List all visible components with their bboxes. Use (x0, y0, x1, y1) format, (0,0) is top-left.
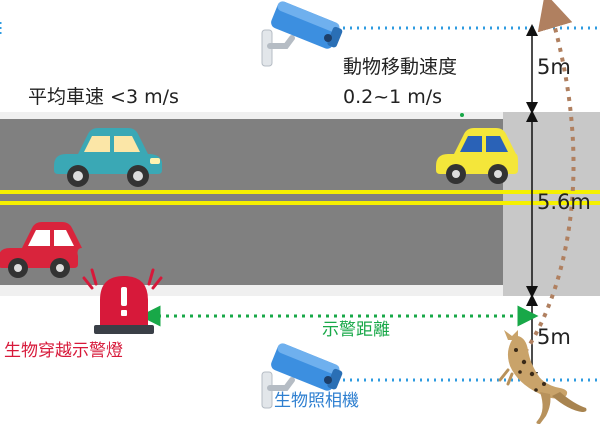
security-camera-icon (261, 1, 343, 67)
average-speed-label: 平均車速 <3 m/s (28, 86, 179, 108)
distance-bottom-label: 5m (537, 325, 571, 349)
car-icon (54, 128, 162, 187)
animal-speed-value: 0.2~1 m/s (343, 86, 443, 108)
warning-distance-label: 示警距離 (322, 320, 390, 340)
car-icon (436, 128, 518, 184)
warning-light-label: 生物穿越示警燈 (4, 341, 123, 361)
lane-line-upper (0, 190, 600, 194)
distance-top-label: 5m (537, 55, 571, 79)
wildlife-camera-label: 生物照相機 (274, 391, 359, 411)
animal-speed-title: 動物移動速度 (343, 56, 458, 78)
leopard-cat-icon (498, 330, 587, 424)
security-camera-icon (261, 343, 343, 409)
distance-road-label: 5.6m (537, 190, 591, 214)
car-icon (0, 222, 82, 278)
warning-beacon-icon (82, 268, 163, 334)
lane-line-lower (0, 201, 600, 205)
